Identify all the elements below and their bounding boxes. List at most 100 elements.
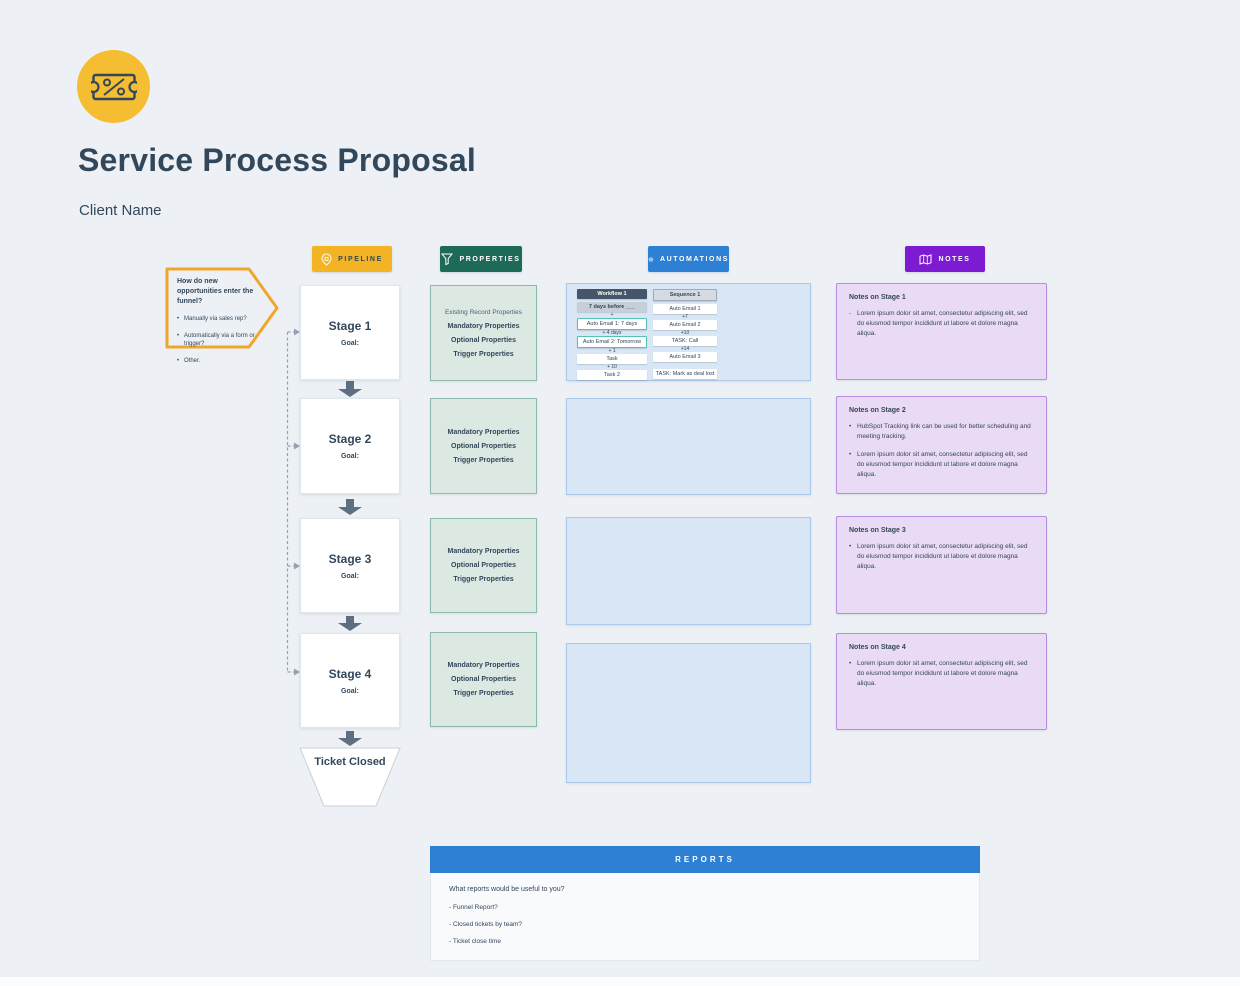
bullet-marker: •	[849, 543, 852, 550]
sequence-chip[interactable]: Auto Email 1	[653, 304, 717, 314]
notes-title: Notes on Stage 2	[849, 407, 906, 414]
workflow-delay: + 1	[608, 348, 616, 354]
workflow-delay: + 10	[607, 364, 617, 370]
callout-bullet: • Other.	[177, 357, 259, 365]
notes-title: Notes on Stage 3	[849, 527, 906, 534]
note-text: Lorem ipsum dolor sit amet, consectetur …	[857, 310, 1028, 338]
property-line: Optional Properties	[451, 336, 516, 344]
note-text: Lorem ipsum dolor sit amet, consectetur …	[857, 660, 1028, 688]
properties-box-4[interactable]: Mandatory Properties Optional Properties…	[430, 632, 537, 727]
ticket-closed-label: Ticket Closed	[314, 756, 386, 768]
stage-box-2[interactable]: Stage 2 Goal:	[300, 398, 400, 494]
callout-bullet-text: Manually via sales rep?	[184, 316, 247, 323]
property-line: Optional Properties	[451, 562, 516, 569]
workflow-chip[interactable]: Task	[577, 354, 647, 364]
sequence-delay: +14	[680, 346, 690, 352]
callout-title: How do new opportunities enter the funne…	[177, 278, 254, 306]
page-title: Service Process Proposal	[78, 142, 476, 178]
property-line: Mandatory Properties	[447, 662, 520, 669]
ticket-logo-badge[interactable]	[77, 50, 150, 123]
sequence-chip[interactable]: Auto Email 3	[653, 352, 717, 362]
stage-name: Stage 4	[328, 666, 372, 681]
property-line: Trigger Properties	[453, 350, 514, 358]
notes-column-header[interactable]: NOTES	[905, 246, 985, 272]
note-bullet: • Lorem ipsum dolor sit amet, consectetu…	[849, 542, 1034, 572]
dashed-connector	[286, 331, 294, 673]
property-line: Trigger Properties	[453, 690, 514, 697]
note-text: Lorem ipsum dolor sit amet, consectetur …	[857, 543, 1028, 571]
workflow-delay: +	[610, 312, 614, 318]
automations-box-3[interactable]	[566, 517, 811, 625]
bullet-marker: •	[849, 423, 852, 430]
automations-header-label: AUTOMATIONS	[659, 255, 729, 263]
reports-panel[interactable]: What reports would be useful to you? - F…	[430, 873, 980, 961]
property-line: Existing Record Properties	[445, 308, 522, 316]
note-text: Lorem ipsum dolor sit amet, consectetur …	[857, 451, 1028, 479]
notes-box-3[interactable]: Notes on Stage 3 • Lorem ipsum dolor sit…	[836, 516, 1047, 614]
bullet-marker: •	[177, 316, 180, 323]
bullet-marker: •	[849, 451, 852, 459]
pipeline-column-header[interactable]: PIPELINE	[312, 246, 392, 272]
notes-box-4[interactable]: Notes on Stage 4 • Lorem ipsum dolor sit…	[836, 633, 1047, 730]
stage-name: Stage 1	[328, 318, 372, 333]
client-name: Client Name	[79, 202, 162, 219]
bullet-marker: -	[849, 310, 852, 317]
notes-title: Notes on Stage 4	[849, 644, 906, 651]
property-line: Mandatory Properties	[447, 322, 520, 330]
workflow-delay: + 4 days	[602, 330, 622, 336]
bullet-marker: •	[177, 332, 180, 339]
note-bullet: • HubSpot Tracking link can be used for …	[849, 422, 1034, 442]
workflow-chip[interactable]: 7 days before ___	[577, 302, 647, 312]
reports-item: - Closed tickets by team?	[449, 921, 522, 928]
workflow-chip[interactable]: Auto Email 1: 7 days	[577, 318, 647, 330]
map-icon	[919, 253, 932, 265]
stage-box-1[interactable]: Stage 1 Goal:	[300, 285, 400, 380]
bullet-marker: •	[849, 660, 852, 667]
stage-box-4[interactable]: Stage 4 Goal:	[300, 633, 400, 728]
workflow-column: Workflow 1 7 days before ___ + Auto Emai…	[577, 289, 647, 380]
workflow-chip[interactable]: Auto Email 2: Tomorrow	[577, 336, 647, 348]
properties-box-1[interactable]: Existing Record Properties Mandatory Pro…	[430, 285, 537, 381]
callout-bullet: • Manually via sales rep?	[177, 315, 259, 323]
properties-box-2[interactable]: Mandatory Properties Optional Properties…	[430, 398, 537, 494]
automations-column-header[interactable]: AUTOMATIONS	[648, 246, 729, 272]
properties-column-header[interactable]: PROPERTIES	[440, 246, 522, 272]
property-line: Optional Properties	[451, 676, 516, 683]
stage-box-3[interactable]: Stage 3 Goal:	[300, 518, 400, 613]
workflow-chip[interactable]: Task 2	[577, 370, 647, 380]
sequence-delay: +7	[682, 314, 688, 320]
dashed-connector-arrowheads	[294, 328, 300, 676]
board-bottom-edge	[0, 977, 1240, 986]
pipeline-header-label: PIPELINE	[338, 255, 383, 263]
notes-header-label: NOTES	[938, 255, 971, 263]
sequence-header-chip[interactable]: Sequence 1	[653, 289, 717, 301]
map-pin-icon	[321, 252, 332, 266]
property-line: Mandatory Properties	[447, 428, 520, 436]
ticket-icon	[90, 73, 137, 100]
callout-bullet-text: Other.	[184, 357, 201, 364]
funnel-entry-callout[interactable]: How do new opportunities enter the funne…	[177, 277, 259, 365]
note-bullet: • Lorem ipsum dolor sit amet, consectetu…	[849, 659, 1034, 689]
sequence-chip[interactable]: Auto Email 2	[653, 320, 717, 330]
sequence-chip[interactable]: TASK: Call	[653, 336, 717, 346]
workflow-header-chip[interactable]: Workflow 1	[577, 289, 647, 299]
stage-goal: Goal:	[341, 687, 359, 695]
sequence-column: Sequence 1 Auto Email 1 +7 Auto Email 2 …	[653, 289, 717, 379]
callout-bullet-text: Automatically via a form or trigger?	[184, 332, 255, 348]
sequence-chip[interactable]: TASK: Mark as deal lost	[653, 369, 717, 379]
reports-header[interactable]: REPORTS	[430, 846, 980, 873]
note-bullet: - Lorem ipsum dolor sit amet, consectetu…	[849, 309, 1034, 339]
automations-box-2[interactable]	[566, 398, 811, 495]
properties-header-label: PROPERTIES	[459, 255, 521, 263]
callout-bullet: • Automatically via a form or trigger?	[177, 332, 259, 349]
property-line: Mandatory Properties	[447, 548, 520, 555]
property-line: Optional Properties	[451, 442, 516, 450]
bullet-marker: •	[177, 357, 180, 364]
gear-icon	[648, 256, 654, 262]
properties-box-3[interactable]: Mandatory Properties Optional Properties…	[430, 518, 537, 613]
notes-box-1[interactable]: Notes on Stage 1 - Lorem ipsum dolor sit…	[836, 283, 1047, 380]
automations-box-1[interactable]: Workflow 1 7 days before ___ + Auto Emai…	[566, 283, 811, 381]
notes-box-2[interactable]: Notes on Stage 2 • HubSpot Tracking link…	[836, 396, 1047, 494]
automations-box-4[interactable]	[566, 643, 811, 783]
